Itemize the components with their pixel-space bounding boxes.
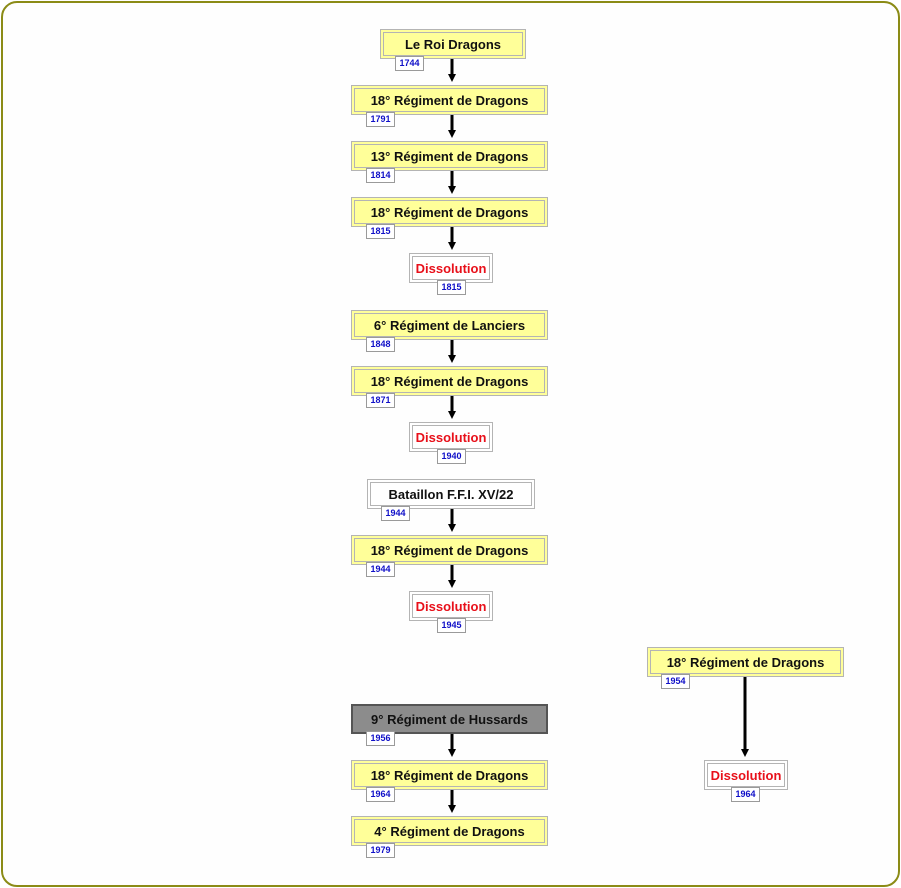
- regiment-node: Le Roi Dragons: [380, 29, 526, 59]
- node-label: 18° Régiment de Dragons: [370, 767, 529, 783]
- year-badge: 1954: [661, 674, 690, 689]
- node-label: 18° Régiment de Dragons: [370, 92, 529, 108]
- year-badge: 1944: [366, 562, 395, 577]
- node-label: 18° Régiment de Dragons: [370, 542, 529, 558]
- year-badge: 1815: [437, 280, 466, 295]
- regiment-node: 18° Régiment de Dragons: [351, 535, 548, 565]
- regiment-node: 9° Régiment de Hussards: [351, 704, 548, 734]
- year-badge: 1814: [366, 168, 395, 183]
- node-label: Bataillon F.F.I. XV/22: [388, 486, 514, 502]
- node-label: Le Roi Dragons: [404, 36, 502, 52]
- year-badge: 1871: [366, 393, 395, 408]
- node-label: 4° Régiment de Dragons: [374, 823, 525, 839]
- regiment-node: 18° Régiment de Dragons: [351, 197, 548, 227]
- dissolution-node: Dissolution: [409, 422, 493, 452]
- dissolution-node: Dissolution: [409, 253, 493, 283]
- node-label: Dissolution: [415, 598, 487, 614]
- regiment-node: 18° Régiment de Dragons: [351, 366, 548, 396]
- year-badge: 1979: [366, 843, 395, 858]
- regiment-node: 6° Régiment de Lanciers: [351, 310, 548, 340]
- node-label: Dissolution: [710, 767, 782, 783]
- year-badge: 1964: [366, 787, 395, 802]
- regiment-node: 13° Régiment de Dragons: [351, 141, 548, 171]
- year-badge: 1940: [437, 449, 466, 464]
- node-label: 6° Régiment de Lanciers: [373, 317, 526, 333]
- year-badge: 1815: [366, 224, 395, 239]
- year-badge: 1791: [366, 112, 395, 127]
- node-label: 18° Régiment de Dragons: [370, 204, 529, 220]
- dissolution-node: Dissolution: [409, 591, 493, 621]
- node-label: Dissolution: [415, 260, 487, 276]
- regiment-node: 18° Régiment de Dragons: [351, 85, 548, 115]
- node-label: 18° Régiment de Dragons: [666, 654, 825, 670]
- year-badge: 1944: [381, 506, 410, 521]
- regiment-node: Bataillon F.F.I. XV/22: [367, 479, 535, 509]
- regiment-node: 18° Régiment de Dragons: [351, 760, 548, 790]
- year-badge: 1945: [437, 618, 466, 633]
- year-badge: 1956: [366, 731, 395, 746]
- node-label: Dissolution: [415, 429, 487, 445]
- node-label: 18° Régiment de Dragons: [370, 373, 529, 389]
- node-label: 9° Régiment de Hussards: [371, 711, 528, 727]
- regiment-node: 18° Régiment de Dragons: [647, 647, 844, 677]
- year-badge: 1964: [731, 787, 760, 802]
- dissolution-node: Dissolution: [704, 760, 788, 790]
- regiment-node: 4° Régiment de Dragons: [351, 816, 548, 846]
- year-badge: 1744: [395, 56, 424, 71]
- node-label: 13° Régiment de Dragons: [370, 148, 529, 164]
- year-badge: 1848: [366, 337, 395, 352]
